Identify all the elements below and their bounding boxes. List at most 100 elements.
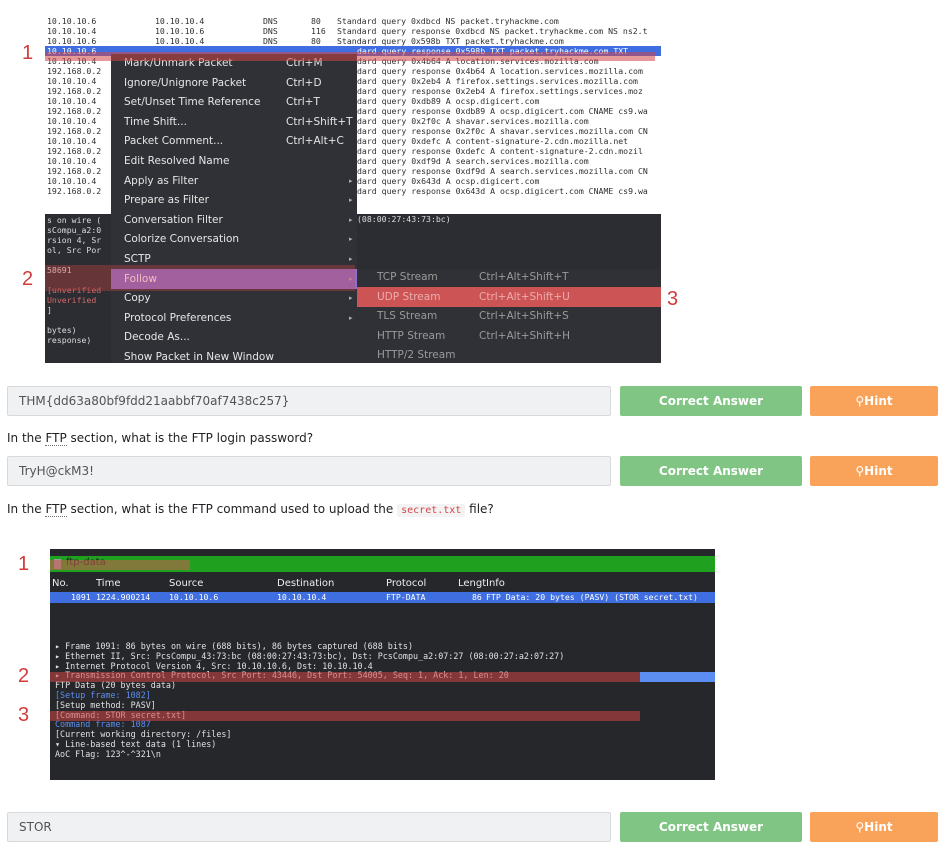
hint-button-2[interactable]: ⚲Hint — [810, 456, 938, 486]
detail-line[interactable]: [Setup method: PASV] — [55, 699, 156, 710]
highlight-udp — [357, 287, 661, 307]
correct-answer-button-1[interactable]: Correct Answer — [620, 386, 802, 416]
marker-2: 2 — [22, 268, 34, 290]
correct-answer-button-2[interactable]: Correct Answer — [620, 456, 802, 486]
col-no[interactable]: No. — [52, 578, 69, 589]
detail-line[interactable]: ▾ Line-based text data (1 lines) — [55, 739, 217, 749]
answer-field-3[interactable]: STOR — [7, 812, 611, 842]
col-destination[interactable]: Destination — [277, 578, 335, 589]
col-time[interactable]: Time — [96, 578, 121, 589]
highlight-filter — [50, 560, 190, 570]
menu-item-packet-comment[interactable]: Packet Comment...Ctrl+Alt+C — [111, 131, 357, 151]
highlight-command — [50, 711, 640, 721]
menu-item-time-shift[interactable]: Time Shift... Ctrl+Shift+T — [111, 112, 357, 132]
menu-shortcut: Ctrl+Alt+Shift+U — [479, 290, 570, 303]
cell-dst: 10.10.10.6 — [155, 26, 205, 36]
menu-item-apply-as-filter[interactable]: Apply as Filter ▸ — [111, 171, 357, 191]
cell-src: 192.168.0.2 — [47, 146, 102, 156]
detail-line[interactable]: Command frame: 1087 — [55, 719, 151, 730]
cell-src: 192.168.0.2 — [47, 106, 102, 116]
menu-label: Time Shift... — [124, 115, 187, 128]
pkt-time: 1224.900214 — [96, 592, 151, 602]
pkt-len: 86 — [472, 592, 482, 602]
menu-item-copy[interactable]: Copy▸ — [111, 288, 357, 308]
cell-src: 10.10.10.4 — [47, 56, 97, 66]
chevron-right-icon: ▸ — [349, 176, 353, 185]
detail-line[interactable]: AoC Flag: 123^-^321\n — [55, 748, 161, 759]
detail-line[interactable]: ▸ Internet Protocol Version 4, Src: 10.1… — [55, 660, 373, 671]
menu-item-prepare-as-filter[interactable]: Prepare as Filter▸ — [111, 190, 357, 210]
menu-item-protocol-preferences[interactable]: Protocol Preferences▸ — [111, 308, 357, 328]
menu-item-show-packet-in-new-window[interactable]: Show Packet in New Window — [111, 347, 357, 363]
col-source[interactable]: Source — [169, 578, 204, 589]
menu-label: Conversation Filter — [124, 213, 223, 226]
menu-item-edit-resolved-name[interactable]: Edit Resolved Name — [111, 151, 357, 171]
marker-2: 2 — [18, 665, 30, 687]
col-protocol[interactable]: Protocol — [386, 578, 427, 589]
cell-len: 80 — [311, 36, 321, 46]
menu-item-conversation-filter[interactable]: Conversation Filter▸ — [111, 210, 357, 230]
detail-line: rsion 4, Sr — [47, 235, 102, 245]
menu-label: Edit Resolved Name — [124, 155, 230, 167]
hint-button-3[interactable]: ⚲Hint — [810, 812, 938, 842]
cell-info: dard query 0xdb89 A ocsp.digicert.com — [357, 96, 540, 106]
menu-item-decode-as[interactable]: Decode As... — [111, 327, 357, 347]
col-length[interactable]: Lengt — [458, 578, 487, 589]
hint-button-1[interactable]: ⚲Hint — [810, 386, 938, 416]
correct-answer-button-3[interactable]: Correct Answer — [620, 812, 802, 842]
submenu-item-http-2-stream[interactable]: HTTP/2 Stream — [357, 345, 661, 363]
chevron-right-icon: ▸ — [349, 274, 353, 283]
detail-line: Unverified — [47, 295, 97, 305]
menu-shortcut: Ctrl+D — [286, 76, 322, 89]
menu-item-follow[interactable]: Follow▸ — [111, 268, 357, 289]
answer-field-2[interactable]: TryH@ckM3! — [7, 456, 611, 486]
pkt-info: FTP Data: 20 bytes (PASV) (STOR secret.t… — [486, 592, 698, 602]
cell-info: dard query 0x2f0c A shavar.services.mozi… — [357, 116, 589, 126]
menu-item-sctp[interactable]: SCTP▸ — [111, 249, 357, 269]
menu-item-colorize-conversation[interactable]: Colorize Conversation▸ — [111, 229, 357, 249]
table-row[interactable]: 1091 1224.900214 10.10.10.6 10.10.10.4 F… — [50, 592, 715, 603]
detail-line[interactable]: ▸ Frame 1091: 86 bytes on wire (688 bits… — [55, 641, 413, 651]
detail-line[interactable]: FTP Data (20 bytes data) — [55, 680, 177, 691]
cell-info: Standard query 0x598b TXT packet.tryhack… — [337, 36, 564, 46]
cell-src: 192.168.0.2 — [47, 166, 102, 176]
answer-field-1[interactable]: THM{dd63a80bf9fdd21aabbf70af7438c257} — [7, 386, 611, 416]
menu-shortcut: Ctrl+Shift+T — [286, 115, 353, 128]
menu-label: Apply as Filter — [124, 174, 199, 187]
detail-line[interactable]: [Setup frame: 1082] — [55, 690, 151, 700]
question-text: In the — [7, 502, 46, 516]
col-info[interactable]: Info — [486, 578, 505, 589]
detail-line: sCompu_a2:0 — [47, 225, 102, 235]
highlight-follow — [45, 265, 355, 291]
selected-tcp-row-tail — [640, 672, 715, 682]
menu-label: HTTP Stream — [377, 329, 446, 342]
detail-line[interactable]: [Current working directory: /files] — [55, 729, 232, 740]
detail-line[interactable]: ▸ Ethernet II, Src: PcsCompu_43:73:bc (0… — [55, 650, 565, 661]
highlight-row-1 — [45, 52, 655, 61]
